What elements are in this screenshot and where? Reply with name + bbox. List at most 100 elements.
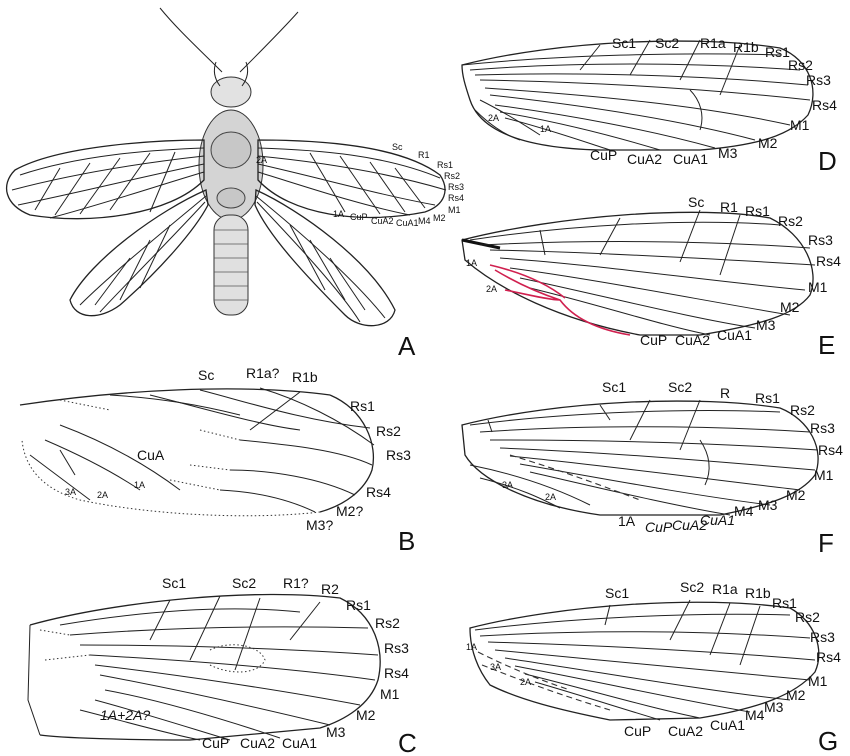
wing-e-base [461, 238, 501, 250]
label-e-1a: 1A [466, 258, 477, 268]
wing-d-veins [461, 39, 811, 151]
label-b-rs4: Rs4 [366, 484, 391, 500]
label-a-1a: 1A [333, 209, 344, 219]
label-f-1a: 1A [618, 513, 636, 529]
label-c-m1: M1 [380, 686, 400, 702]
label-f-m3: M3 [758, 497, 778, 513]
label-g-sc2: Sc2 [680, 579, 704, 595]
label-d-1a: 1A [540, 124, 551, 134]
label-a-rs3: Rs3 [448, 182, 464, 192]
label-c-m2: M2 [356, 707, 376, 723]
label-e-sc: Sc [688, 194, 704, 210]
panel-letter-a: A [398, 331, 416, 361]
label-e-rs3: Rs3 [808, 232, 833, 248]
left-hindwing-veins [79, 195, 207, 313]
left-forewing-veins [11, 147, 205, 219]
label-e-r1: R1 [720, 199, 738, 215]
label-b-r1a: R1a? [246, 365, 280, 381]
panel-a: Sc R1 Rs1 Rs2 Rs3 Rs4 M1 M2 M4 CuA1 CuA2… [6, 7, 464, 361]
label-f-m1: M1 [814, 467, 834, 483]
label-a-m1: M1 [448, 205, 461, 215]
label-d-rs1: Rs1 [765, 44, 790, 60]
label-b-rs1: Rs1 [350, 398, 375, 414]
label-a-cua2: CuA2 [371, 216, 394, 226]
label-d-rs3: Rs3 [806, 72, 831, 88]
label-e-m3: M3 [756, 317, 776, 333]
wing-b-margin-dotted [21, 439, 321, 517]
right-hindwing [254, 189, 396, 327]
panel-f: Sc1 Sc2 R Rs1 Rs2 Rs3 Rs4 M1 M2 M3 M4 Cu… [461, 379, 843, 558]
palp-left [213, 61, 221, 87]
panel-letter-d: D [818, 146, 837, 176]
label-g-rs1: Rs1 [772, 595, 797, 611]
label-a-rs1: Rs1 [437, 160, 453, 170]
label-b-cua: CuA [137, 447, 165, 463]
wing-g-dashed-vein-2 [477, 651, 571, 691]
panel-letter-g: G [818, 726, 838, 756]
head [210, 76, 252, 108]
label-f-m4: M4 [734, 503, 754, 519]
label-d-m2: M2 [758, 135, 778, 151]
wing-f-veins [469, 399, 819, 516]
wing-f-outline [461, 400, 819, 516]
wing-g-dashed-vein [481, 664, 611, 711]
thorax-plate-2 [216, 187, 246, 209]
label-b-1a: 1A [134, 480, 145, 490]
label-d-m1: M1 [790, 117, 810, 133]
label-e-cua1: CuA1 [717, 327, 752, 343]
label-c-cua2: CuA2 [240, 735, 275, 751]
label-b-m2: M2? [336, 503, 363, 519]
label-d-cup: CuP [590, 147, 617, 163]
label-c-rs3: Rs3 [384, 640, 409, 656]
label-g-m4: M4 [745, 707, 765, 723]
label-a-2a: 2A [256, 155, 267, 165]
label-b-2a: 2A [97, 490, 108, 500]
abdomen-segments [214, 229, 248, 301]
label-c-cua1: CuA1 [282, 735, 317, 751]
label-d-cua2: CuA2 [627, 151, 662, 167]
label-c-sc1: Sc1 [162, 575, 186, 591]
panel-letter-c: C [398, 728, 417, 756]
label-b-sc: Sc [198, 367, 214, 383]
wing-g-outline [469, 601, 820, 721]
label-f-sc1: Sc1 [602, 379, 626, 395]
wing-c-dotted-veins [39, 629, 266, 673]
thorax-plate [210, 131, 252, 169]
wing-c-outline [29, 593, 381, 741]
label-g-cua2: CuA2 [668, 723, 703, 739]
label-a-m2: M2 [433, 213, 446, 223]
left-forewing [6, 139, 205, 220]
wing-g-veins [474, 599, 816, 721]
left-hindwing [69, 189, 209, 317]
panel-g: Sc1 Sc2 R1a R1b Rs1 Rs2 Rs3 Rs4 M1 M2 M3… [466, 579, 841, 756]
label-b-rs2: Rs2 [376, 423, 401, 439]
label-a-sc: Sc [392, 142, 403, 152]
label-f-rs1: Rs1 [755, 390, 780, 406]
wing-c-base [27, 624, 41, 736]
label-e-cua2: CuA2 [675, 332, 710, 348]
panel-b: Sc R1a? R1b Rs1 Rs2 Rs3 Rs4 M2? M3? CuA … [19, 365, 415, 556]
antenna-right [239, 11, 299, 73]
label-f-m2: M2 [786, 487, 806, 503]
label-d-sc2: Sc2 [655, 35, 679, 51]
wing-c-veins [59, 595, 379, 741]
label-e-rs1: Rs1 [745, 203, 770, 219]
label-d-m3: M3 [718, 145, 738, 161]
label-d-r1a: R1a [700, 35, 726, 51]
panel-letter-f: F [818, 528, 834, 558]
label-e-2a: 2A [486, 284, 497, 294]
label-c-rs2: Rs2 [375, 615, 400, 631]
label-c-m3: M3 [326, 724, 346, 740]
label-f-rs3: Rs3 [810, 420, 835, 436]
label-c-rs4: Rs4 [384, 665, 409, 681]
right-hindwing-veins [255, 195, 386, 323]
panel-letter-e: E [818, 330, 835, 360]
label-g-m3: M3 [764, 699, 784, 715]
label-g-cup: CuP [624, 723, 651, 739]
label-c-1a2a: 1A+2A? [100, 707, 150, 723]
label-a-cup: CuP [350, 212, 368, 222]
label-e-cup: CuP [640, 332, 667, 348]
wing-b-apex [319, 394, 375, 513]
label-c-sc2: Sc2 [232, 575, 256, 591]
